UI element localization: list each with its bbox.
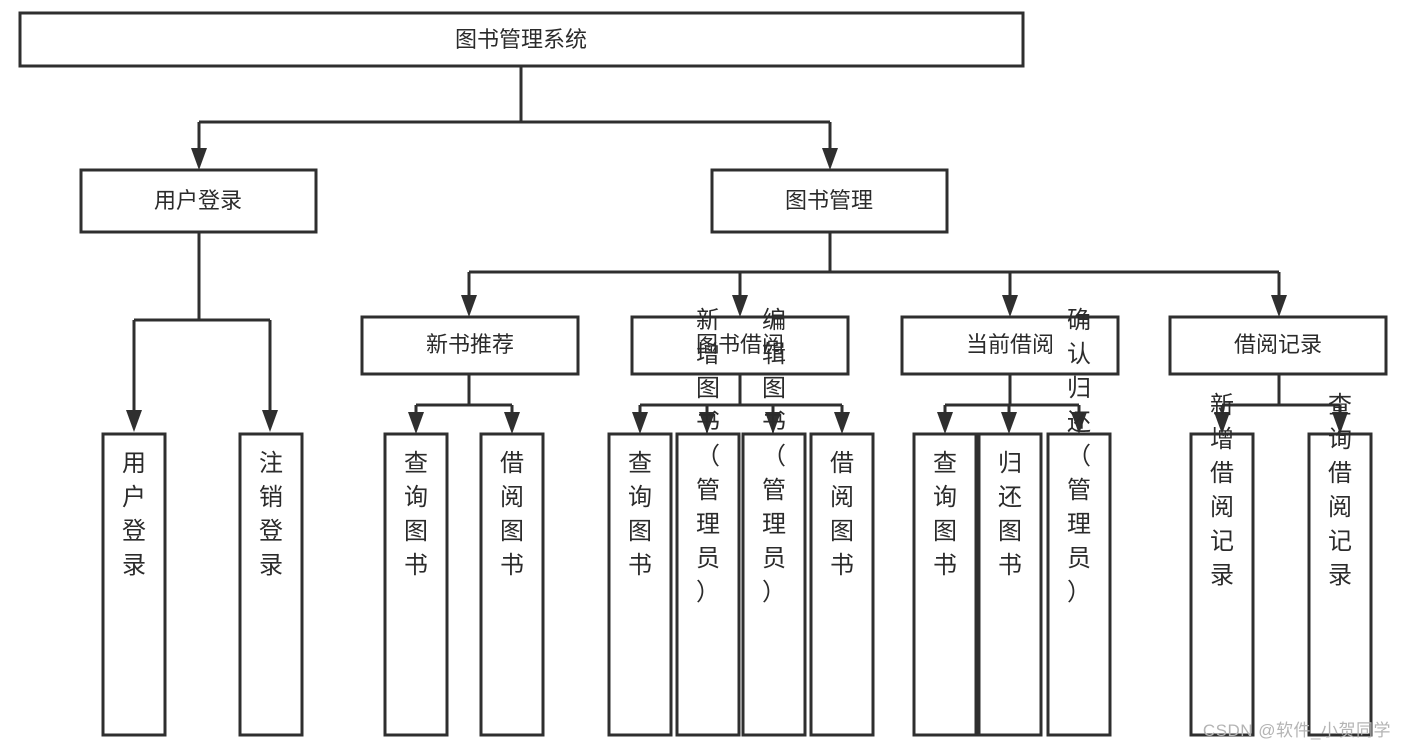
leaf-book-borrow-query[interactable]: 查询图书 bbox=[607, 432, 673, 737]
node-book-management[interactable]: 图书管理 bbox=[710, 168, 949, 234]
arrow-to-book-borrow bbox=[732, 295, 748, 317]
node-label-book-management: 图书管理 bbox=[785, 188, 873, 213]
node-box-book-borrow[interactable] bbox=[630, 315, 850, 376]
leaf-box-new-book-borrow[interactable] bbox=[479, 432, 545, 737]
leaf-borrow-record-add[interactable]: 新增借阅记录 bbox=[1189, 392, 1255, 737]
arrow-borrow-record-leaf-1 bbox=[1214, 412, 1230, 434]
node-label-book-borrow: 图书借阅 bbox=[696, 332, 784, 357]
leaf-box-current-borrow-confirm[interactable] bbox=[1046, 432, 1112, 737]
leaf-box-book-borrow-edit[interactable] bbox=[741, 432, 807, 737]
arrow-current-borrow-leaf-2 bbox=[1001, 412, 1017, 434]
leaf-book-borrow-add[interactable]: 新增图书（管理员） bbox=[675, 307, 741, 737]
node-box-borrow-record[interactable] bbox=[1168, 315, 1388, 376]
leaf-box-borrow-record-query[interactable] bbox=[1307, 432, 1373, 737]
leaf-label-new-book-query: 查询图书 bbox=[404, 450, 428, 579]
leaf-label-book-borrow-edit: 编辑图书（管理员） bbox=[762, 307, 786, 606]
leaf-label-new-book-borrow: 借阅图书 bbox=[500, 450, 524, 579]
node-box-book-management[interactable] bbox=[710, 168, 949, 234]
arrow-user-login-leaf-2 bbox=[262, 410, 278, 432]
node-new-book-recommend[interactable]: 新书推荐 bbox=[360, 315, 580, 376]
leaf-borrow-record-query[interactable]: 查询借阅记录 bbox=[1307, 392, 1373, 737]
leaf-label-current-borrow-confirm: 确认归还（管理员） bbox=[1067, 307, 1091, 606]
arrow-to-new-book bbox=[461, 295, 477, 317]
arrow-book-borrow-leaf-1 bbox=[632, 412, 648, 434]
leaf-label-book-borrow-query: 查询图书 bbox=[628, 450, 652, 579]
leaf-current-borrow-return[interactable]: 归还图书 bbox=[977, 432, 1043, 737]
leaf-box-current-borrow-return[interactable] bbox=[977, 432, 1043, 737]
node-user-login[interactable]: 用户登录 bbox=[79, 168, 318, 234]
leaf-box-borrow-record-add[interactable] bbox=[1189, 432, 1255, 737]
leaf-box-book-borrow-query[interactable] bbox=[607, 432, 673, 737]
arrow-root-to-book-mgmt bbox=[822, 148, 838, 170]
leaf-current-borrow-confirm[interactable]: 确认归还（管理员） bbox=[1046, 307, 1112, 737]
leaf-label-current-borrow-return: 归还图书 bbox=[998, 450, 1022, 579]
node-borrow-record[interactable]: 借阅记录 bbox=[1168, 315, 1388, 376]
node-label-borrow-record: 借阅记录 bbox=[1234, 332, 1322, 357]
leaf-new-book-query[interactable]: 查询图书 bbox=[383, 432, 449, 737]
leaf-box-book-borrow-add[interactable] bbox=[675, 432, 741, 737]
node-book-borrow[interactable]: 图书借阅 bbox=[630, 315, 850, 376]
leaf-box-book-borrow-borrow[interactable] bbox=[809, 432, 875, 737]
arrow-user-login-leaf-1 bbox=[126, 410, 142, 432]
arrow-current-borrow-leaf-1 bbox=[937, 412, 953, 434]
leaf-label-book-borrow-add: 新增图书（管理员） bbox=[696, 307, 720, 606]
node-label-root: 图书管理系统 bbox=[455, 27, 587, 52]
leaf-label-borrow-record-add: 新增借阅记录 bbox=[1210, 392, 1234, 589]
leaf-new-book-borrow[interactable]: 借阅图书 bbox=[479, 432, 545, 737]
connector-group-user-login bbox=[126, 232, 278, 432]
connector-group-current-borrow bbox=[937, 374, 1087, 434]
node-box-new-book-recommend[interactable] bbox=[360, 315, 580, 376]
connector-group-book-borrow bbox=[632, 374, 850, 434]
leaf-book-borrow-edit[interactable]: 编辑图书（管理员） bbox=[741, 307, 807, 737]
leaf-label-user-login-logout: 注销登录 bbox=[259, 450, 283, 579]
arrow-new-book-leaf-2 bbox=[504, 412, 520, 434]
leaf-book-borrow-borrow[interactable]: 借阅图书 bbox=[809, 432, 875, 737]
leaf-box-user-login-logout[interactable] bbox=[238, 432, 304, 737]
arrow-current-borrow-leaf-3 bbox=[1071, 412, 1087, 434]
node-label-current-borrow: 当前借阅 bbox=[966, 332, 1054, 357]
csdn-watermark: CSDN @软件_小贺同学 bbox=[1202, 721, 1391, 740]
connector-group-new-book bbox=[408, 374, 520, 434]
node-label-user-login: 用户登录 bbox=[154, 188, 242, 213]
arrow-book-borrow-leaf-2 bbox=[699, 412, 715, 434]
leaf-label-user-login-login: 用户登录 bbox=[122, 450, 146, 579]
node-root-book-management-system[interactable]: 图书管理系统 bbox=[18, 11, 1025, 68]
arrow-book-borrow-leaf-3 bbox=[765, 412, 781, 434]
leaf-label-book-borrow-borrow: 借阅图书 bbox=[830, 450, 854, 579]
arrow-to-current-borrow bbox=[1002, 295, 1018, 317]
connector-group-book-mgmt bbox=[461, 232, 1287, 317]
leaf-label-borrow-record-query: 查询借阅记录 bbox=[1328, 392, 1352, 589]
leaf-user-login-login[interactable]: 用户登录 bbox=[101, 432, 167, 737]
leaf-current-borrow-query[interactable]: 查询图书 bbox=[912, 432, 978, 737]
leaf-box-new-book-query[interactable] bbox=[383, 432, 449, 737]
leaf-box-user-login-login[interactable] bbox=[101, 432, 167, 737]
arrow-borrow-record-leaf-2 bbox=[1332, 412, 1348, 434]
arrow-root-to-user-login bbox=[191, 148, 207, 170]
connector-group-borrow-record bbox=[1214, 374, 1348, 434]
arrow-book-borrow-leaf-4 bbox=[834, 412, 850, 434]
node-label-new-book-recommend: 新书推荐 bbox=[426, 332, 514, 357]
node-box-user-login[interactable] bbox=[79, 168, 318, 234]
connector-group-root bbox=[191, 66, 838, 170]
node-box-root[interactable] bbox=[18, 11, 1025, 68]
arrow-new-book-leaf-1 bbox=[408, 412, 424, 434]
leaf-box-current-borrow-query[interactable] bbox=[912, 432, 978, 737]
node-box-current-borrow[interactable] bbox=[900, 315, 1120, 376]
leaf-user-login-logout[interactable]: 注销登录 bbox=[238, 432, 304, 737]
node-current-borrow[interactable]: 当前借阅 bbox=[900, 315, 1120, 376]
arrow-to-borrow-record bbox=[1271, 295, 1287, 317]
leaf-label-current-borrow-query: 查询图书 bbox=[933, 450, 957, 579]
